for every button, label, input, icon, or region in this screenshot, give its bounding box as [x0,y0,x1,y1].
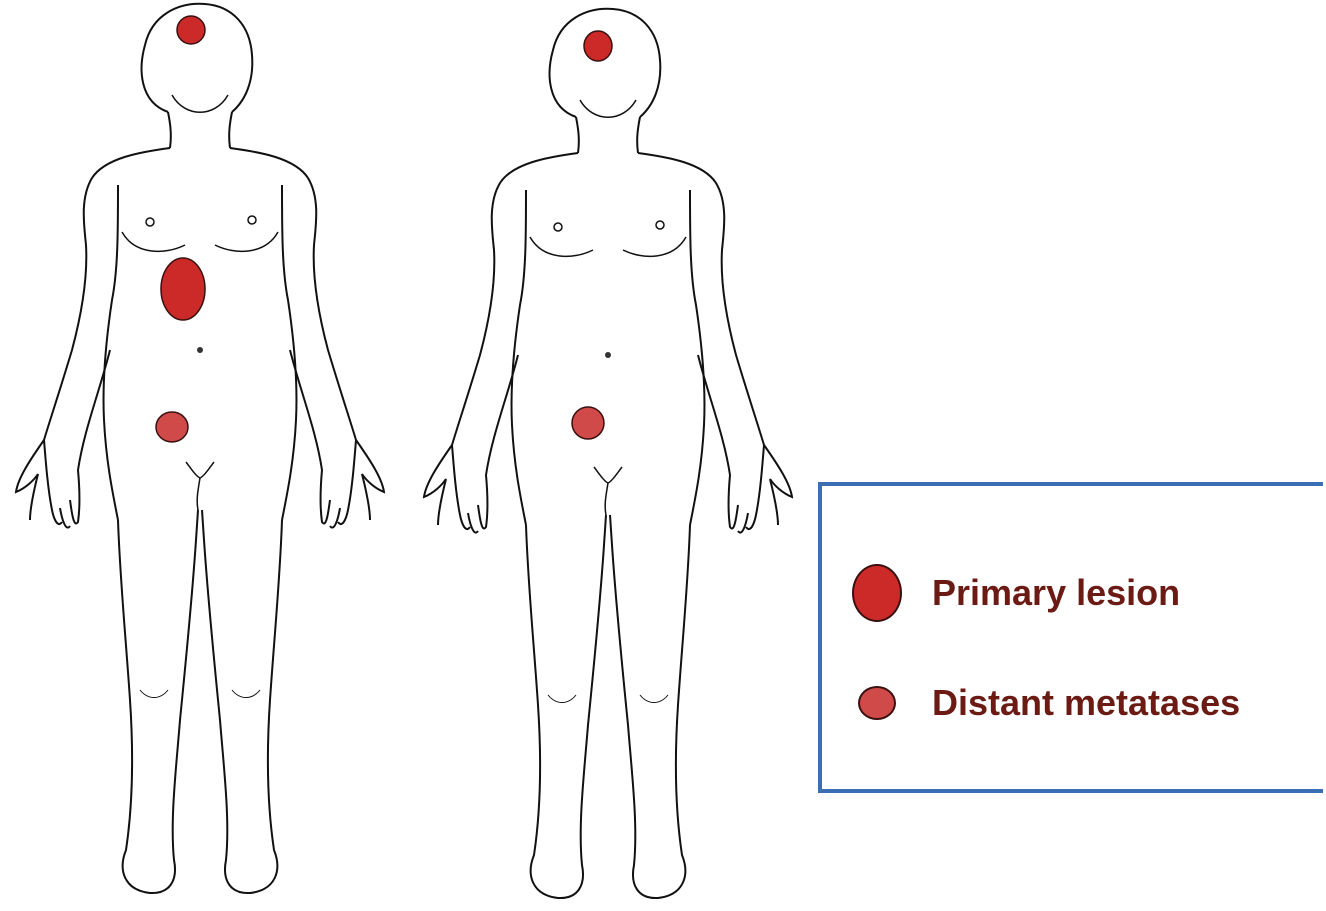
distant-metastases-label: Distant metatases [932,682,1240,724]
distant-metastasis-symbol [858,686,896,720]
legend-box: Primary lesion Distant metatases [818,482,1323,793]
left-body-figure [16,4,384,893]
legend-row-primary: Primary lesion [822,564,1180,622]
legend-row-distant: Distant metatases [822,682,1240,724]
right-pelvic-metastasis [572,407,604,439]
primary-lesion-symbol [852,564,902,622]
left-primary-lesion [161,258,205,320]
right-brain-metastasis [584,31,612,61]
left-pelvic-metastasis [156,412,188,442]
left-brain-metastasis [177,16,205,44]
primary-lesion-label: Primary lesion [932,572,1180,614]
right-body-figure [424,9,792,898]
